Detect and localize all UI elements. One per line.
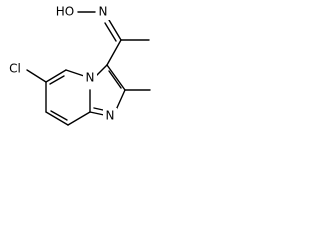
bond-oxime-c-n [108,19,122,41]
bridgehead-nitrogen-label: N [83,70,97,86]
bond-c6-cl [26,69,47,83]
molecule-structure-diagram: HO N Cl N N [4,4,151,126]
bond-oxime-c-n-inner [104,22,117,42]
bond-c5-c6 [45,69,67,83]
oxime-nitrogen-text: N [99,5,108,19]
oxime-hydroxyl-text: HO [56,5,74,19]
bond-n4-c5 [65,69,85,77]
chlorine-label: Cl [4,61,26,77]
bond-c7-c8 [45,111,69,126]
imidazole-nitrogen-label: N [103,108,117,124]
bond-c7-c8-inner [50,110,68,121]
bond-n4-c3 [95,64,108,77]
bond-c8-c8a [67,111,91,126]
bond-c3-oxime-carbon [106,39,122,66]
chlorine-text: Cl [9,62,21,76]
bond-n1-c8a-inner [93,107,104,111]
imidazole-nitrogen-text: N [106,109,115,123]
bond-c3-c2 [106,64,126,91]
bond-c3-c2-inner [108,70,122,89]
bonds [26,11,151,126]
bond-c5-c6-inner [49,75,65,85]
bridgehead-nitrogen-text: N [86,71,95,85]
oxime-hydroxyl-label: HO [54,4,76,20]
atom-labels: HO N Cl N N [4,4,117,124]
bond-n1-c8a [89,111,105,116]
oxime-nitrogen-label: N [96,4,110,20]
bond-c2-n1 [115,89,126,111]
